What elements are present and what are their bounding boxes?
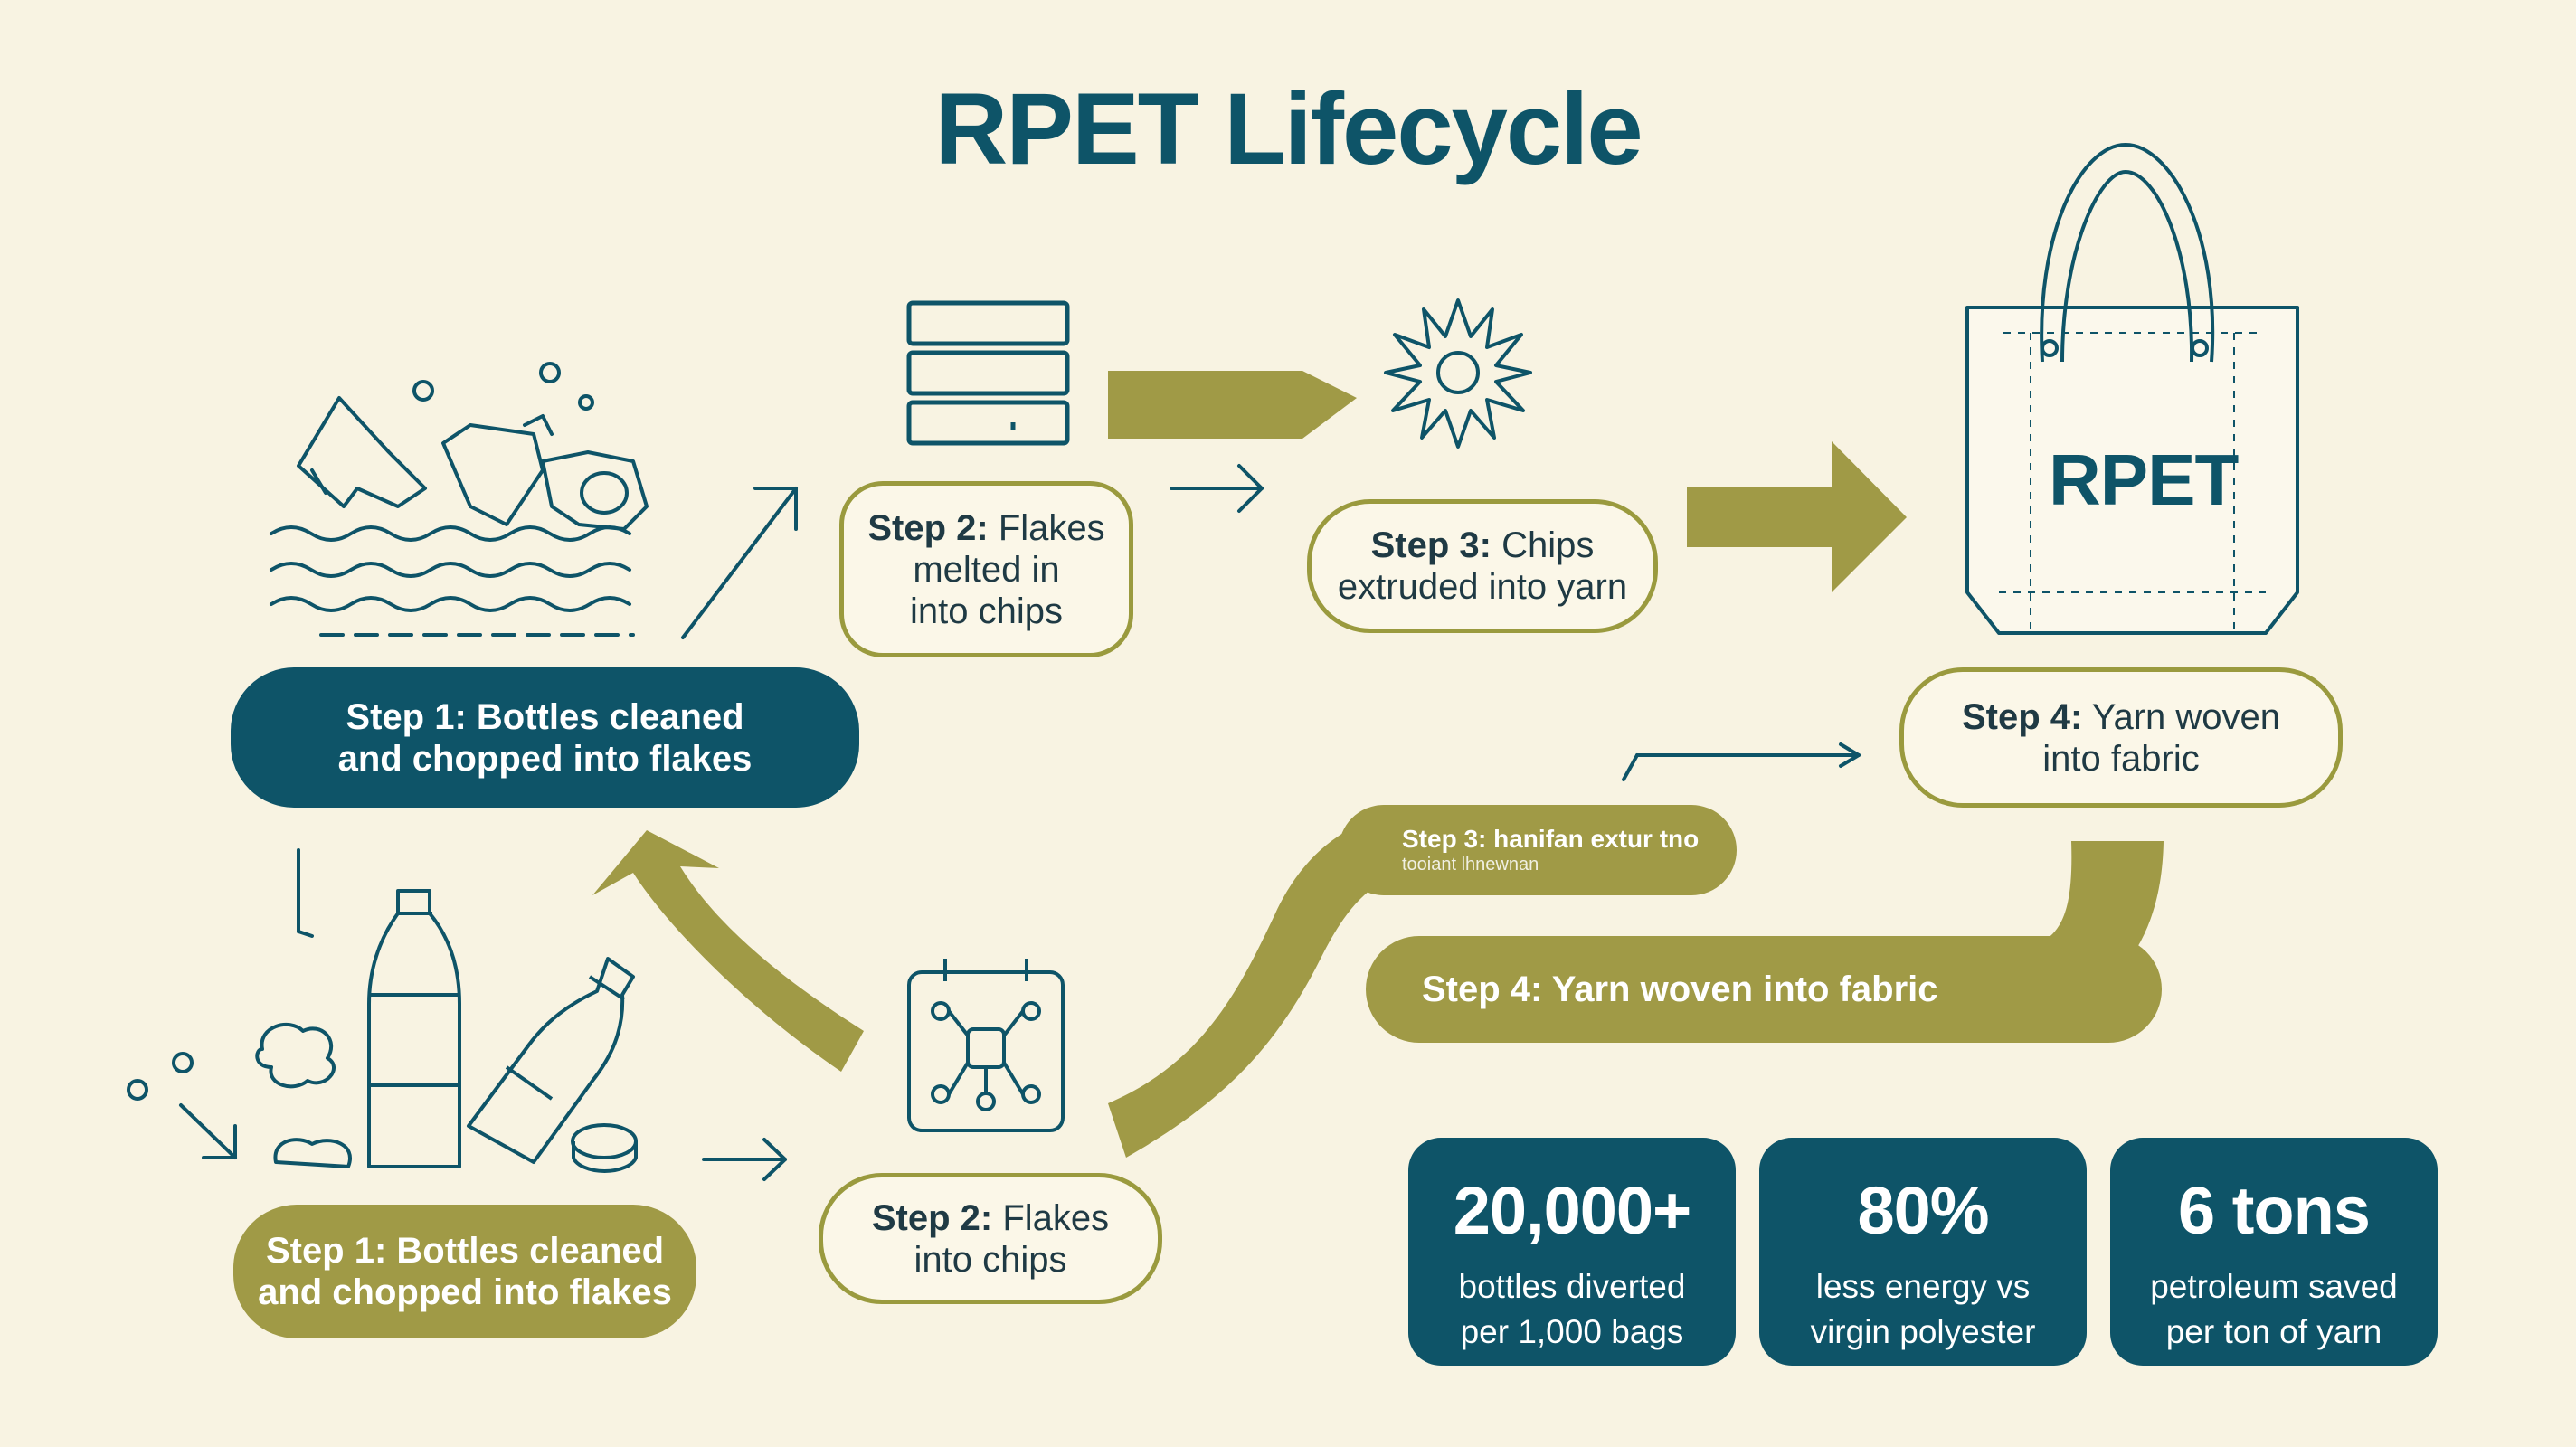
stat-label-line2: per ton of yarn bbox=[2165, 1313, 2382, 1351]
stat-value: 80% bbox=[1857, 1173, 1989, 1248]
stat-card-energy: 80% less energy vs virgin polyester bbox=[1759, 1138, 2087, 1366]
stat-value: 6 tons bbox=[2178, 1173, 2371, 1248]
step3-top-pill: Step 3: Chips extruded into yarn bbox=[1307, 499, 1658, 633]
ocean-waste-icon bbox=[270, 362, 649, 637]
wave-band bbox=[1108, 805, 1429, 1158]
step1-top-line1: Step 1: Bottles cleaned bbox=[346, 696, 744, 737]
step4-top-line2: into fabric bbox=[2042, 738, 2200, 779]
step1-top-pill: Step 1: Bottles cleaned and chopped into… bbox=[231, 667, 859, 808]
step2-bottom-line2: into chips bbox=[914, 1239, 1067, 1280]
stat-value: 20,000+ bbox=[1453, 1173, 1692, 1248]
chip-burst-icon bbox=[1384, 298, 1532, 449]
step4-top-pill: Step 4: Yarn woven into fabric bbox=[1899, 667, 2343, 808]
stat-label-line1: less energy vs bbox=[1815, 1268, 2031, 1305]
step3-band-line2: tooiant lhnewnan bbox=[1402, 854, 1539, 875]
big-right-arrow bbox=[1687, 441, 1907, 592]
stat-label-line1: petroleum saved bbox=[2150, 1268, 2398, 1305]
step3-band: Step 3: hanifan extur tno tooiant lhnewn… bbox=[1339, 805, 1737, 895]
bottles-icon bbox=[127, 889, 638, 1173]
step2-top-pill: Step 2: Flakes melted in into chips bbox=[839, 481, 1133, 657]
step1-bottom-pill: Step 1: Bottles cleaned and chopped into… bbox=[233, 1205, 696, 1338]
page-title: RPET Lifecycle bbox=[934, 72, 1643, 185]
step3-band-line1: Step 3: hanifan extur tno bbox=[1402, 825, 1700, 854]
step2-top-line2: melted in bbox=[913, 549, 1060, 590]
step4-band: Step 4: Yarn woven into fabric bbox=[1366, 936, 2162, 1043]
stat-card-bottles: 20,000+ bottles diverted per 1,000 bags bbox=[1408, 1138, 1736, 1366]
step4-band-text: Step 4: Yarn woven into fabric bbox=[1422, 969, 1938, 1009]
step1-bottom-line1: Step 1: Bottles cleaned bbox=[265, 1231, 665, 1271]
circuit-chip-icon bbox=[907, 959, 1065, 1132]
bag-label: RPET bbox=[2049, 440, 2239, 520]
top-flow-arrow bbox=[1108, 371, 1357, 439]
diag-down-arrow bbox=[179, 1103, 237, 1159]
step2-bottom-pill: Step 2: Flakes into chips bbox=[819, 1173, 1162, 1304]
step2-bottom-line1: Step 2: Flakes bbox=[871, 1197, 1110, 1238]
step2-top-line1: Step 2: Flakes bbox=[867, 507, 1105, 548]
step3-top-line1: Step 3: Chips bbox=[1370, 525, 1595, 565]
return-curve-arrow bbox=[592, 830, 864, 1072]
tote-bag-icon bbox=[1965, 143, 2299, 635]
step4-top-line1: Step 4: Yarn woven bbox=[1961, 696, 2280, 737]
stat-label-line2: virgin polyester bbox=[1810, 1313, 2036, 1351]
stat-card-petroleum: 6 tons petroleum saved per ton of yarn bbox=[2110, 1138, 2438, 1366]
step1-bottom-line2: and chopped into flakes bbox=[258, 1272, 672, 1312]
step3-top-line2: extruded into yarn bbox=[1337, 567, 1628, 607]
stat-label-line1: bottles diverted bbox=[1458, 1268, 1686, 1305]
step1-top-line2: and chopped into flakes bbox=[337, 738, 753, 779]
step2-top-line3: into chips bbox=[910, 591, 1063, 631]
stat-label-line2: per 1,000 bags bbox=[1460, 1313, 1684, 1351]
pointer-arrow bbox=[1622, 753, 1639, 781]
diag-up-arrow bbox=[681, 487, 798, 639]
server-stack-icon bbox=[906, 300, 1070, 446]
